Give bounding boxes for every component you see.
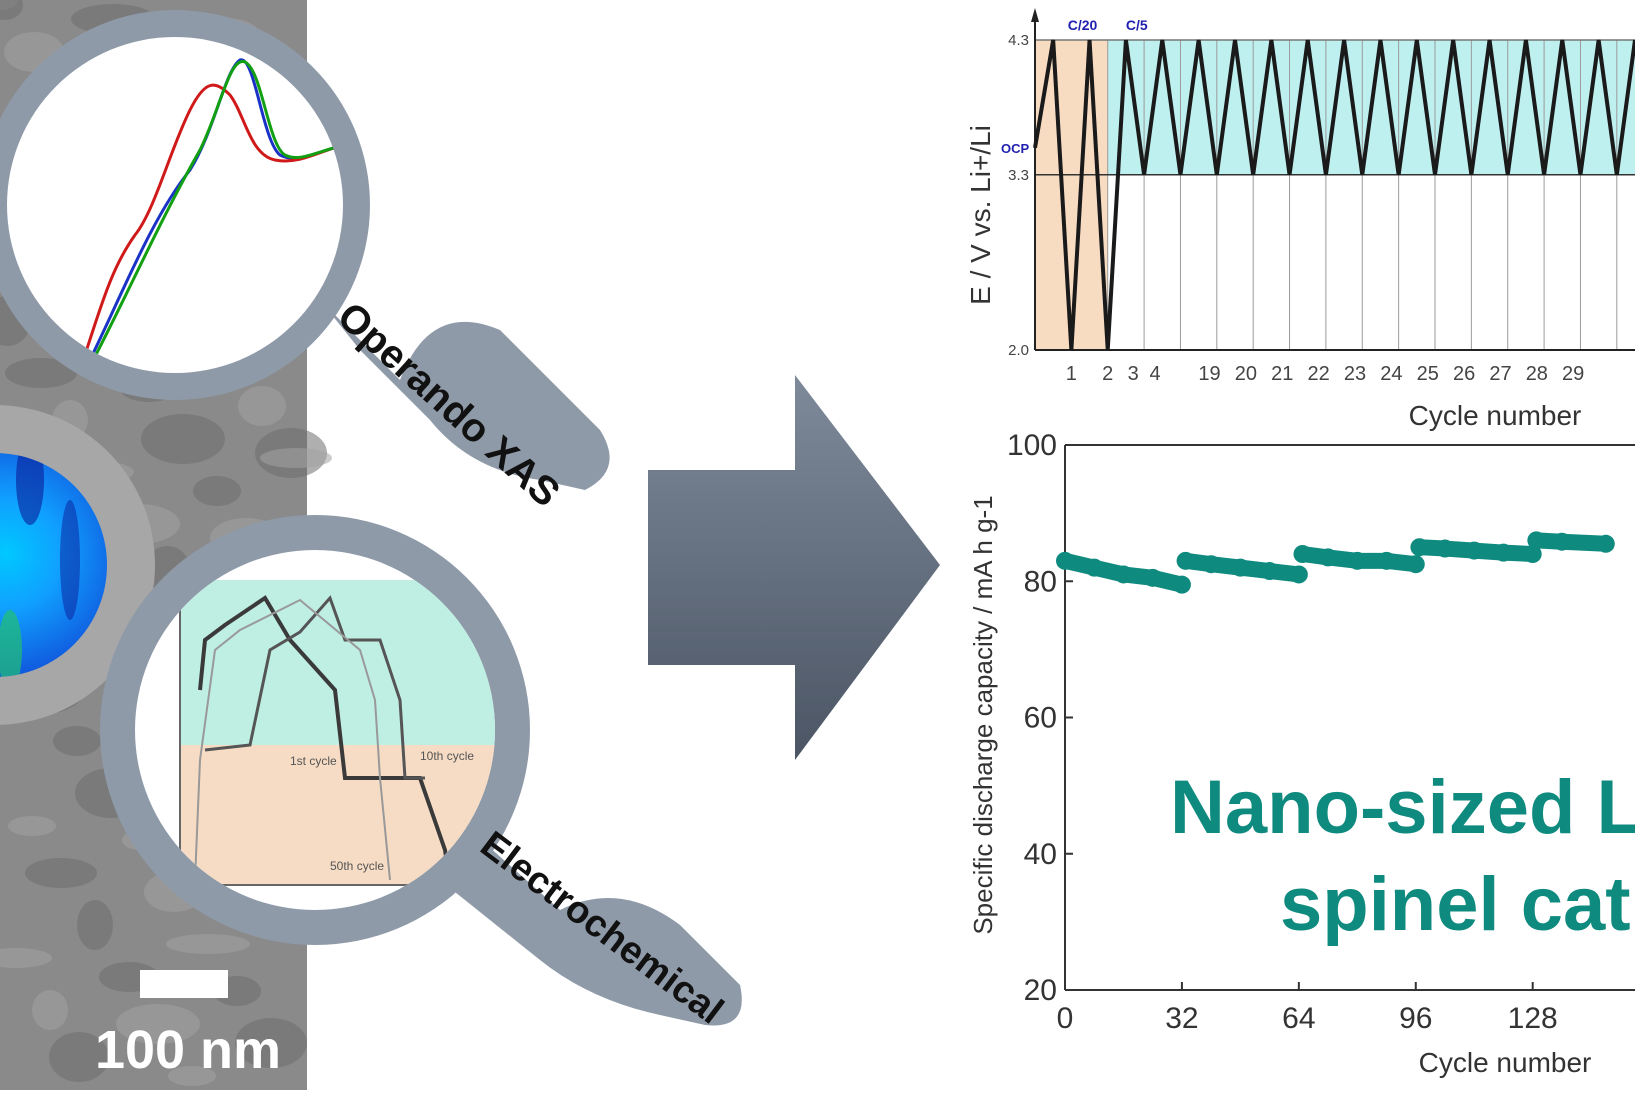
scale-bar-label: 100 nm: [95, 1020, 281, 1080]
sem-particle: [235, 1018, 307, 1068]
voltage-x-tick-label: 23: [1344, 363, 1366, 385]
xas-spectrum-line: [86, 60, 343, 371]
capacity-y-tick-label: 60: [1024, 702, 1057, 735]
electrochem-magnifier: 1st cycle 10th cycle 50th cycle Electroc…: [100, 515, 742, 1033]
rate-label: C/5: [1126, 17, 1148, 33]
sem-particle: [49, 1032, 109, 1082]
voltage-x-tick-label: 19: [1198, 363, 1220, 385]
overlay-title-line: spinel cat: [1280, 862, 1631, 947]
voltage-x-tick-label: 25: [1417, 363, 1439, 385]
voltage-x-tick-label: 21: [1271, 363, 1293, 385]
sem-particle: [0, 0, 23, 20]
capacity-x-tick-label: 96: [1399, 1002, 1432, 1035]
xas-spectrum-line: [78, 83, 343, 371]
ocp-label: OCP: [1001, 141, 1030, 156]
capacity-series-segment: [1553, 533, 1614, 552]
capacity-series-segment: [1261, 563, 1307, 583]
voltage-y-axis-label: E / V vs. Li+/Li: [965, 125, 996, 305]
voltage-x-tick-label: 24: [1380, 363, 1402, 385]
sem-particle: [141, 414, 225, 464]
sem-particle: [166, 934, 250, 954]
voltage-x-tick-label: 22: [1308, 363, 1330, 385]
voltage-x-tick-label: 3: [1128, 363, 1139, 385]
sem-particle: [168, 1066, 216, 1086]
sem-particle: [53, 726, 101, 756]
map-magnifier: [0, 405, 155, 725]
sem-particle: [25, 858, 97, 888]
capacity-x-axis-label: Cycle number: [1419, 1047, 1592, 1078]
electrochem-curve-label: 50th cycle: [330, 859, 384, 873]
electrochem-curve: [198, 595, 452, 886]
scale-bar: [140, 970, 228, 998]
voltage-x-tick-label: 4: [1149, 363, 1160, 385]
xas-lens: [7, 37, 343, 373]
xas-magnifier-handle: [320, 300, 610, 490]
voltage-y-tick-label: 4.3: [1008, 32, 1029, 49]
capacity-x-tick-label: 32: [1165, 1002, 1198, 1035]
map-feature: [0, 610, 22, 677]
capacity-y-tick-label: 80: [1024, 565, 1057, 598]
capacity-y-axis-label: Specific discharge capacity / mA h g-1: [968, 495, 998, 934]
sem-particle: [5, 358, 77, 388]
sem-particle: [193, 476, 241, 506]
voltage-x-tick-label: 2: [1102, 363, 1113, 385]
voltage-x-tick-label: 28: [1526, 363, 1548, 385]
sem-particle: [77, 900, 113, 950]
voltage-y-tick-label: 2.0: [1008, 342, 1029, 359]
capacity-chart: 100 80 60 40 20 0 32 64 96 128 Specific discharg…: [968, 429, 1635, 1078]
capacity-series-segment: [1378, 552, 1424, 573]
cycle-gridlines: [1107, 40, 1618, 350]
electrochem-curve: [204, 595, 425, 780]
sem-particle: [260, 448, 332, 468]
voltage-x-tick-label: 26: [1453, 363, 1475, 385]
y-axis-arrowhead: [1031, 8, 1039, 22]
voltage-y-tick-label: 3.3: [1008, 167, 1029, 184]
capacity-y-tick-label: 100: [1007, 429, 1057, 462]
capacity-y-tick-label: 40: [1024, 838, 1057, 871]
electrochem-curve: [194, 598, 391, 881]
overlay-title-line: Nano-sized L: [1170, 765, 1635, 850]
capacity-y-tick-label: 20: [1024, 974, 1057, 1007]
sem-particle: [238, 386, 286, 426]
electrochem-magnifier-handle: [440, 830, 742, 1026]
electrochem-curve-label: 10th cycle: [420, 749, 474, 763]
slow-rate-band: [1035, 40, 1108, 350]
voltage-x-tick-label: 1: [1066, 363, 1077, 385]
sem-particle: [116, 1004, 200, 1044]
sem-particle: [32, 990, 68, 1030]
voltage-x-axis-label: Cycle number: [1409, 400, 1582, 431]
voltage-x-tick-label: 29: [1562, 363, 1584, 385]
voltage-x-tick-label: 20: [1235, 363, 1257, 385]
electrochem-curve-label: 1st cycle: [290, 754, 337, 768]
rate-label: C/20: [1068, 17, 1098, 33]
flow-arrow: [648, 375, 940, 760]
sem-particle: [0, 948, 52, 968]
capacity-x-tick-label: 64: [1282, 1002, 1315, 1035]
xas-spectra-plot: [78, 58, 343, 371]
xas-magnifier: Operando XAS: [0, 10, 610, 516]
voltage-trace: [1033, 39, 1635, 351]
map-feature: [60, 500, 80, 620]
capacity-x-tick-label: 128: [1508, 1002, 1558, 1035]
capacity-series-segment: [1144, 569, 1190, 593]
voltage-x-tick-label: 27: [1489, 363, 1511, 385]
sem-particle: [8, 816, 56, 836]
capacity-x-tick-label: 0: [1057, 1002, 1074, 1035]
capacity-series-segment: [1495, 544, 1541, 562]
